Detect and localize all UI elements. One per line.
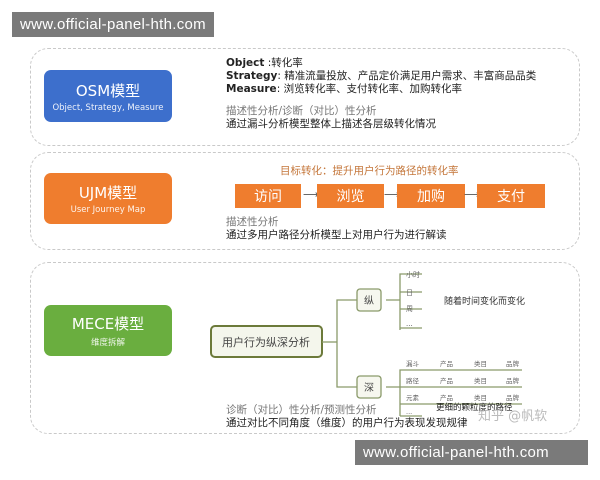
strategy-value: : 精准流量投放、产品定价满足用户需求、丰富商品品类 bbox=[277, 70, 537, 82]
deep-note: 更细的颗粒度的路径 bbox=[436, 402, 513, 413]
deep-label: 深 bbox=[364, 382, 374, 394]
mece-panel bbox=[30, 262, 580, 434]
step-browse: 浏览 bbox=[317, 184, 384, 208]
arrow-icon: ⟶ bbox=[384, 188, 400, 201]
step-add-cart: 加购 bbox=[397, 184, 465, 208]
watermark-top: www.official-panel-hth.com bbox=[12, 12, 214, 37]
deep-cell: 类目 bbox=[474, 376, 487, 385]
object-value: :转化率 bbox=[267, 57, 303, 69]
mece-badge: MECE模型 维度拆解 bbox=[44, 305, 172, 356]
vertical-node bbox=[356, 288, 382, 312]
vertical-item: 周 bbox=[406, 305, 413, 313]
ujm-desc: 通过多用户路径分析模型上对用户行为进行解读 bbox=[226, 229, 447, 241]
deep-cell: 产品 bbox=[440, 359, 453, 368]
ujm-subtitle: User Journey Map bbox=[70, 205, 146, 215]
object-label: Object bbox=[226, 57, 265, 69]
osm-details: Object :转化率 Strategy: 精准流量投放、产品定价满足用户需求、… bbox=[226, 57, 536, 131]
deep-cell: 品牌 bbox=[506, 393, 520, 402]
deep-node bbox=[356, 375, 382, 399]
osm-analysis: 描述性分析/诊断（对比）性分析 bbox=[226, 105, 377, 117]
mece-title: MECE模型 bbox=[71, 315, 145, 333]
ujm-panel bbox=[30, 152, 580, 250]
osm-subtitle: Object, Strategy, Measure bbox=[52, 102, 164, 113]
vertical-note: 随着时间变化而变化 bbox=[444, 295, 525, 307]
strategy-label: Strategy bbox=[226, 70, 278, 82]
measure-value: : 浏览转化率、支付转化率、加购转化率 bbox=[276, 83, 463, 95]
ujm-goal: 目标转化：提升用户行为路径的转化率 bbox=[280, 165, 459, 177]
deep-cell: 产品 bbox=[440, 393, 453, 402]
ujm-analysis: 描述性分析 bbox=[226, 216, 279, 228]
mece-subtitle: 维度拆解 bbox=[90, 338, 125, 348]
deep-cell: 产品 bbox=[440, 376, 453, 385]
arrow-icon: ⟶ bbox=[464, 188, 480, 201]
vertical-label: 纵 bbox=[364, 295, 374, 307]
mindmap: 用户行为纵深分析 纵 深 小时 日 周 ... 随着时间变化而变化 漏斗产品类目… bbox=[210, 270, 525, 417]
vertical-item: 日 bbox=[406, 289, 413, 297]
deep-cell: 品牌 bbox=[506, 359, 520, 368]
step-pay: 支付 bbox=[477, 184, 545, 208]
mece-desc: 通过对比不同角度（维度）的用户行为表现发现规律 bbox=[226, 417, 468, 429]
deep-cell: 漏斗 bbox=[406, 359, 420, 368]
osm-panel bbox=[30, 48, 580, 146]
vertical-item: 小时 bbox=[406, 270, 420, 279]
root-label: 用户行为纵深分析 bbox=[222, 335, 310, 349]
ujm-badge: UJM模型 User Journey Map bbox=[44, 173, 172, 224]
deep-cell: 类目 bbox=[474, 393, 487, 402]
deep-cell: 路径 bbox=[406, 376, 420, 385]
osm-title: OSM模型 bbox=[75, 81, 141, 100]
ujm-title: UJM模型 bbox=[78, 184, 138, 202]
ujm-text: 描述性分析 通过多用户路径分析模型上对用户行为进行解读 bbox=[226, 216, 447, 242]
deep-cell: 品牌 bbox=[506, 376, 520, 385]
deep-more: ... bbox=[406, 408, 412, 416]
mece-text: 诊断（对比）性分析/预测性分析 通过对比不同角度（维度）的用户行为表现发现规律 bbox=[226, 404, 468, 430]
deep-cell: 元素 bbox=[406, 393, 420, 402]
deep-cell: 类目 bbox=[474, 359, 487, 368]
measure-label: Measure bbox=[226, 83, 277, 95]
step-visit: 访问 bbox=[235, 184, 301, 208]
osm-desc: 通过漏斗分析模型整体上描述各层级转化情况 bbox=[226, 118, 436, 130]
watermark-bottom: www.official-panel-hth.com bbox=[355, 440, 588, 465]
mece-analysis: 诊断（对比）性分析/预测性分析 bbox=[226, 404, 377, 416]
arrow-icon: ⟶ bbox=[303, 188, 319, 201]
vertical-item: ... bbox=[406, 320, 413, 328]
osm-badge: OSM模型 Object, Strategy, Measure bbox=[44, 70, 172, 122]
zhihu-watermark: 知乎 @帆软 bbox=[478, 409, 548, 424]
